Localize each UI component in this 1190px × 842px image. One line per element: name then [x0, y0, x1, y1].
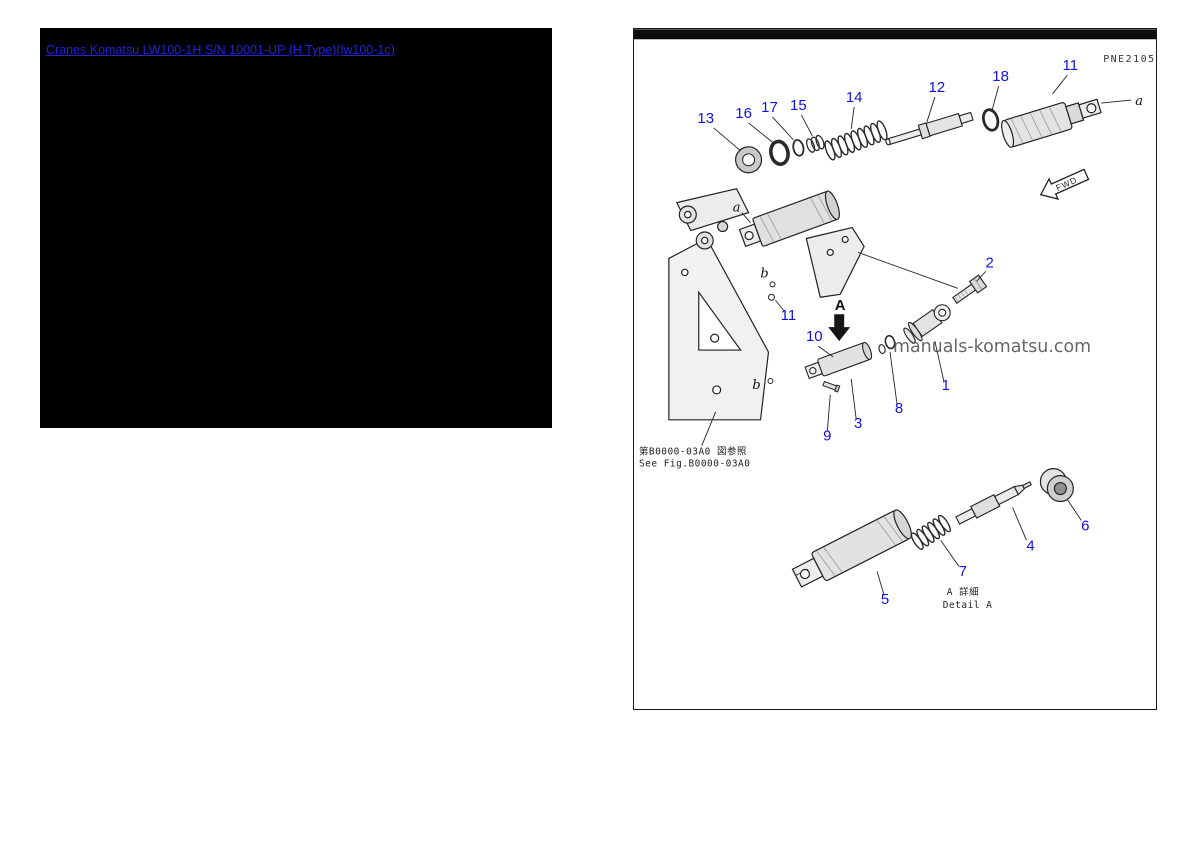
plate-code: PNE2105	[1103, 54, 1155, 65]
detail-label-jp: A 詳細	[947, 586, 979, 598]
callout-label: 8	[895, 400, 903, 417]
part-ring-17	[792, 139, 805, 157]
callout-label: 18	[992, 68, 1009, 85]
frame-top-bar	[634, 29, 1156, 40]
ref-label-a-top: a	[1135, 94, 1143, 109]
callout-label: 5	[881, 591, 889, 608]
fwd-arrow-icon: FWD	[1039, 168, 1090, 200]
callout-label: 1	[942, 377, 950, 394]
part-oring-16	[769, 139, 790, 166]
hole-11-marker	[767, 293, 775, 301]
part-seat-15	[806, 134, 825, 153]
callout-label: 10	[806, 328, 823, 345]
callout-label: 7	[959, 563, 967, 580]
detail-a-arrow-icon	[828, 314, 851, 342]
ref-label-b-low: b	[752, 378, 760, 393]
parts-page-link[interactable]: Cranes Komatsu LW100-1H S/N 10001-UP (H …	[46, 43, 395, 57]
part-bolt-2	[952, 274, 988, 304]
mounted-valve	[738, 190, 840, 248]
callout-label: 4	[1026, 537, 1034, 554]
part-cap-6	[1039, 468, 1074, 503]
part-joint-1	[903, 304, 951, 344]
part-spring-14	[824, 120, 888, 161]
part-body-11	[1001, 98, 1102, 148]
callout-label: 13	[697, 110, 714, 127]
preview-panel: Cranes Komatsu LW100-1H S/N 10001-UP (H …	[40, 28, 552, 428]
parts-diagram: PNE2105	[634, 29, 1156, 611]
part-spool-4	[955, 481, 1033, 525]
b-mid-marker	[769, 281, 776, 288]
detail-a-letter: A	[835, 297, 846, 314]
callout-label: 6	[1081, 517, 1089, 534]
svg-text:FWD: FWD	[1054, 175, 1078, 193]
callout-label: 15	[790, 97, 807, 114]
part-oring-18	[981, 108, 1000, 132]
detail-label-en: Detail A	[943, 600, 993, 611]
callout-label: 9	[823, 428, 831, 445]
callout-leader-lines	[713, 74, 1082, 596]
leader-arm-to-bolt	[857, 252, 958, 289]
callout-label: 11	[781, 307, 797, 324]
callout-label: 16	[735, 105, 752, 122]
watermark-text: manuals-komatsu.com	[893, 337, 1091, 357]
leader-a-top	[1101, 99, 1132, 104]
leader-a-mid	[741, 212, 751, 223]
callout-numbers: 13 16 17 15 14 12 18 11 2 1 8 3 9 10 11 …	[697, 57, 1089, 608]
ref-note-en: See Fig.B0000-03A0	[639, 459, 750, 470]
callout-label: 2	[985, 254, 993, 271]
part-cylinder-5	[791, 509, 912, 588]
part-spring-7	[910, 514, 951, 550]
part-spool-12	[885, 111, 974, 146]
ref-label-b-mid: b	[760, 266, 768, 281]
part-pin-9	[822, 380, 841, 393]
callout-label: 12	[929, 79, 946, 96]
ref-note-jp: 第B0000-03A0 図参照	[639, 446, 747, 458]
part-washer-8	[878, 334, 896, 355]
callout-label: 11	[1063, 57, 1079, 74]
leader-ref-note	[701, 411, 717, 446]
callout-label: 17	[761, 99, 778, 116]
parts-diagram-frame: PNE2105	[633, 28, 1157, 710]
b-low-marker	[767, 377, 774, 384]
callout-label: 14	[846, 89, 863, 106]
bracket-assembly	[668, 188, 865, 421]
part-cylinder-3	[804, 341, 873, 380]
callout-label: 3	[854, 415, 862, 432]
part-collar-13	[735, 146, 763, 174]
ref-label-a-mid: a	[733, 201, 741, 216]
